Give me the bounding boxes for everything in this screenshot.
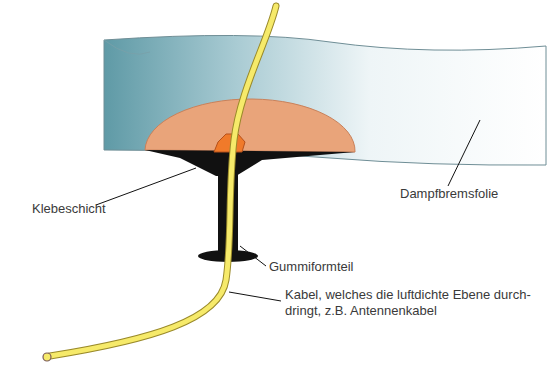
part-label: Klebeschicht <box>32 201 106 217</box>
cable <box>50 6 276 356</box>
part-label: Dampfbremsfolie <box>400 186 498 202</box>
leader-line <box>240 246 266 266</box>
adhesive-layer <box>145 150 355 176</box>
part-label: Kabel, welches die luftdichte Ebene durc… <box>285 287 547 319</box>
rubber-collar <box>214 134 245 152</box>
cable-end <box>43 353 51 361</box>
part-label: Gummiformteil <box>269 259 354 275</box>
foil-top-fold <box>104 40 150 54</box>
leader-line <box>229 292 281 301</box>
cable-outline <box>50 6 276 356</box>
vapor-barrier-foil <box>104 35 546 165</box>
leader-line <box>96 168 196 205</box>
leader-line <box>448 120 480 186</box>
adhesive-patch <box>145 99 355 152</box>
